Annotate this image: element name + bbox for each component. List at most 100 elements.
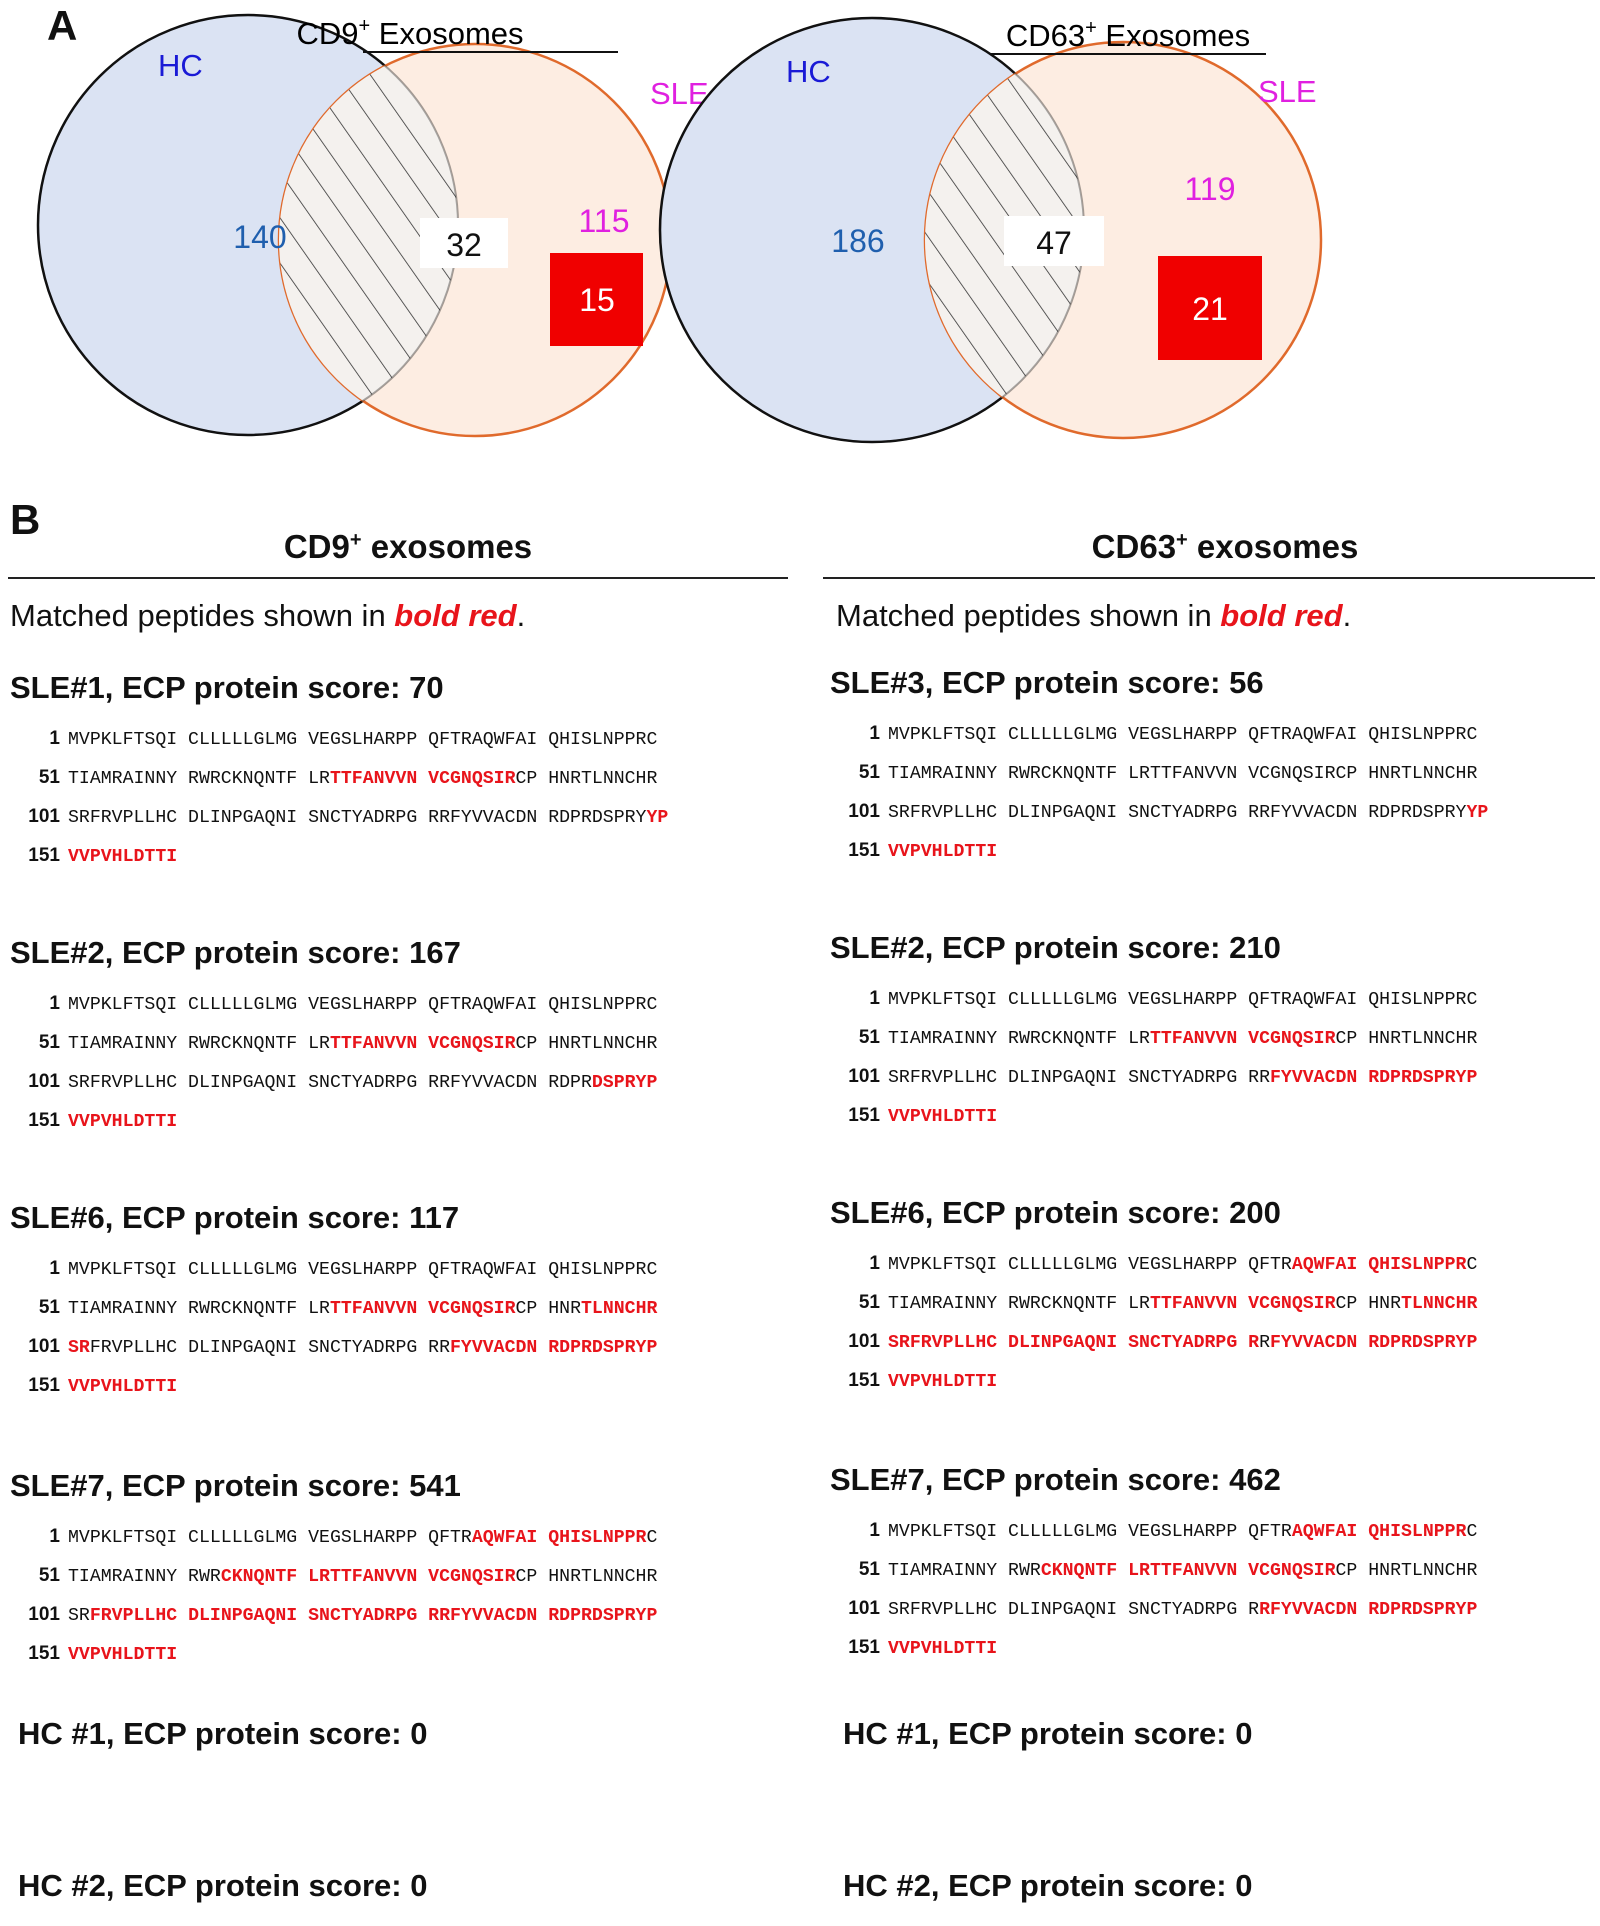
matched-peptide: TLNNCHR [581,1299,658,1319]
column-divider [8,577,788,579]
residue-number: 51 [858,1559,880,1580]
matched-peptide: TTFANVVN VCGNQSIR [329,769,516,789]
venn-cd9: CD9+ Exosomes HC SLE 140 32 115 15 [36,13,709,438]
matched-peptide: FRVPLLHC DLINPGAQNI SNCTYADRPG RRFYVVACD… [89,1606,658,1626]
unmatched-residues: MVPKLFTSQI CLLLLLGLMG VEGSLHARPP QFTR [888,1255,1292,1275]
entry-title: SLE#7, ECP protein score: 462 [830,1462,1281,1497]
residue-number: 1 [869,1253,880,1274]
highlight-box [550,253,643,346]
sle-label: SLE [1258,74,1317,109]
matched-peptide: AQWFAI QHISLNPPR [471,1528,647,1548]
entry-title: SLE#6, ECP protein score: 200 [830,1195,1281,1230]
residue-number: 151 [28,1375,60,1396]
residue-number: 151 [848,840,880,861]
sle-only-count: 115 [578,203,629,239]
unmatched-residues: FRVPLLHC DLINPGAQNI SNCTYADRPG RR [89,1338,451,1358]
sequence-line: 151 VVPVHLDTTI [830,1362,1477,1401]
hc-score: HC #1, ECP protein score: 0 [843,1716,1253,1751]
matched-peptide: TLNNCHR [1401,1294,1478,1314]
matched-peptide: VVPVHLDTTI [888,1372,998,1392]
residue-number: 151 [28,845,60,866]
panel-b-letter: B [10,496,41,543]
matched-peptide: FYVVACDN RDPRDSPRYP [450,1338,658,1358]
matched-peptide: TTFANVVN VCGNQSIR [329,1299,516,1319]
sequence-line: 151 VVPVHLDTTI [10,1635,657,1674]
sle-only-count: 119 [1184,171,1235,207]
unmatched-residues: SRFRVPLLHC DLINPGAQNI SNCTYADRPG RRFYVVA… [68,1073,592,1093]
unmatched-residues: CP HNRTLNNCHR [515,1567,658,1587]
unmatched-residues: MVPKLFTSQI CLLLLLGLMG VEGSLHARPP QFTR [68,1528,472,1548]
hc-score: HC #2, ECP protein score: 0 [843,1868,1253,1903]
unmatched-residues: TIAMRAINNY RWR [68,1567,221,1587]
residue-number: 51 [858,762,880,783]
unmatched-residues: CP HNRTLNNCHR [1335,1561,1478,1581]
unmatched-residues: MVPKLFTSQI CLLLLLGLMG VEGSLHARPP QFTRAQW… [68,730,658,750]
matched-peptide: TTFANVVN VCGNQSIR [1149,1029,1336,1049]
residue-number: 1 [49,1258,60,1279]
column-divider [823,577,1595,579]
venn-diagrams: CD9+ Exosomes HC SLE 140 32 115 15 CD63+… [36,13,1323,444]
highlight-box [1158,256,1262,360]
hc-only-count: 186 [831,223,884,259]
sequence-line: 51 TIAMRAINNY RWRCKNQNTF LRTTFANVVN VCGNQ… [10,1557,658,1596]
panel-a-letter: A [47,2,78,49]
matched-peptide: SRFRVPLLHC DLINPGAQNI SNCTYADRPG R [888,1333,1260,1353]
residue-number: 151 [28,1643,60,1664]
residue-number: 51 [38,1297,60,1318]
residue-number: 101 [848,801,880,822]
residue-number: 101 [28,806,60,827]
unmatched-residues: TIAMRAINNY RWRCKNQNTF LR [68,1299,330,1319]
matched-peptide: TTFANVVN VCGNQSIR [1149,1294,1336,1314]
residue-number: 1 [49,1526,60,1547]
entry-title: SLE#7, ECP protein score: 541 [10,1468,461,1503]
unmatched-residues: TIAMRAINNY RWRCKNQNTF LR [68,1034,330,1054]
unmatched-residues: CP HNRTLNNCHR [515,1034,658,1054]
matched-peptide: VVPVHLDTTI [68,1377,178,1397]
residue-number: 151 [848,1637,880,1658]
overlap-count: 32 [446,227,482,263]
overlap-count: 47 [1036,225,1072,261]
hc-label: HC [158,48,203,83]
unmatched-residues: C [1466,1255,1478,1275]
venn-cd63: CD63+ Exosomes HC SLE 186 47 119 21 [658,16,1323,444]
residue-number: 101 [28,1336,60,1357]
sequence-entry: SLE#7, ECP protein score: 541 1 MVPKLFTSQI… [10,1468,657,1674]
matched-peptide: VVPVHLDTTI [68,1645,178,1665]
residue-number: 51 [38,767,60,788]
residue-number: 1 [869,1520,880,1541]
matched-peptide: VVPVHLDTTI [68,847,178,867]
unmatched-residues: SRFRVPLLHC DLINPGAQNI SNCTYADRPG RRFYVVA… [68,808,647,828]
hc-label: HC [786,54,831,89]
matched-peptide: FYVVACDN RDPRDSPRYP [1270,1333,1478,1353]
unmatched-residues: R [1259,1333,1271,1353]
unmatched-residues: TIAMRAINNY RWRCKNQNTF LRTTFANVVN VCGNQSI… [888,764,1478,784]
residue-number: 151 [848,1370,880,1391]
matched-peptide: CKNQNTF LRTTFANVVN VCGNQSIR [220,1567,516,1587]
matched-peptides-note: Matched peptides shown in bold red. [836,598,1352,633]
residue-number: 51 [38,1565,60,1586]
column-heading-cd63: CD63+ exosomes [1091,528,1359,565]
overlap-count-box [1004,216,1104,266]
matched-peptide: VVPVHLDTTI [68,1112,178,1132]
unmatched-residues: SR [68,1606,90,1626]
